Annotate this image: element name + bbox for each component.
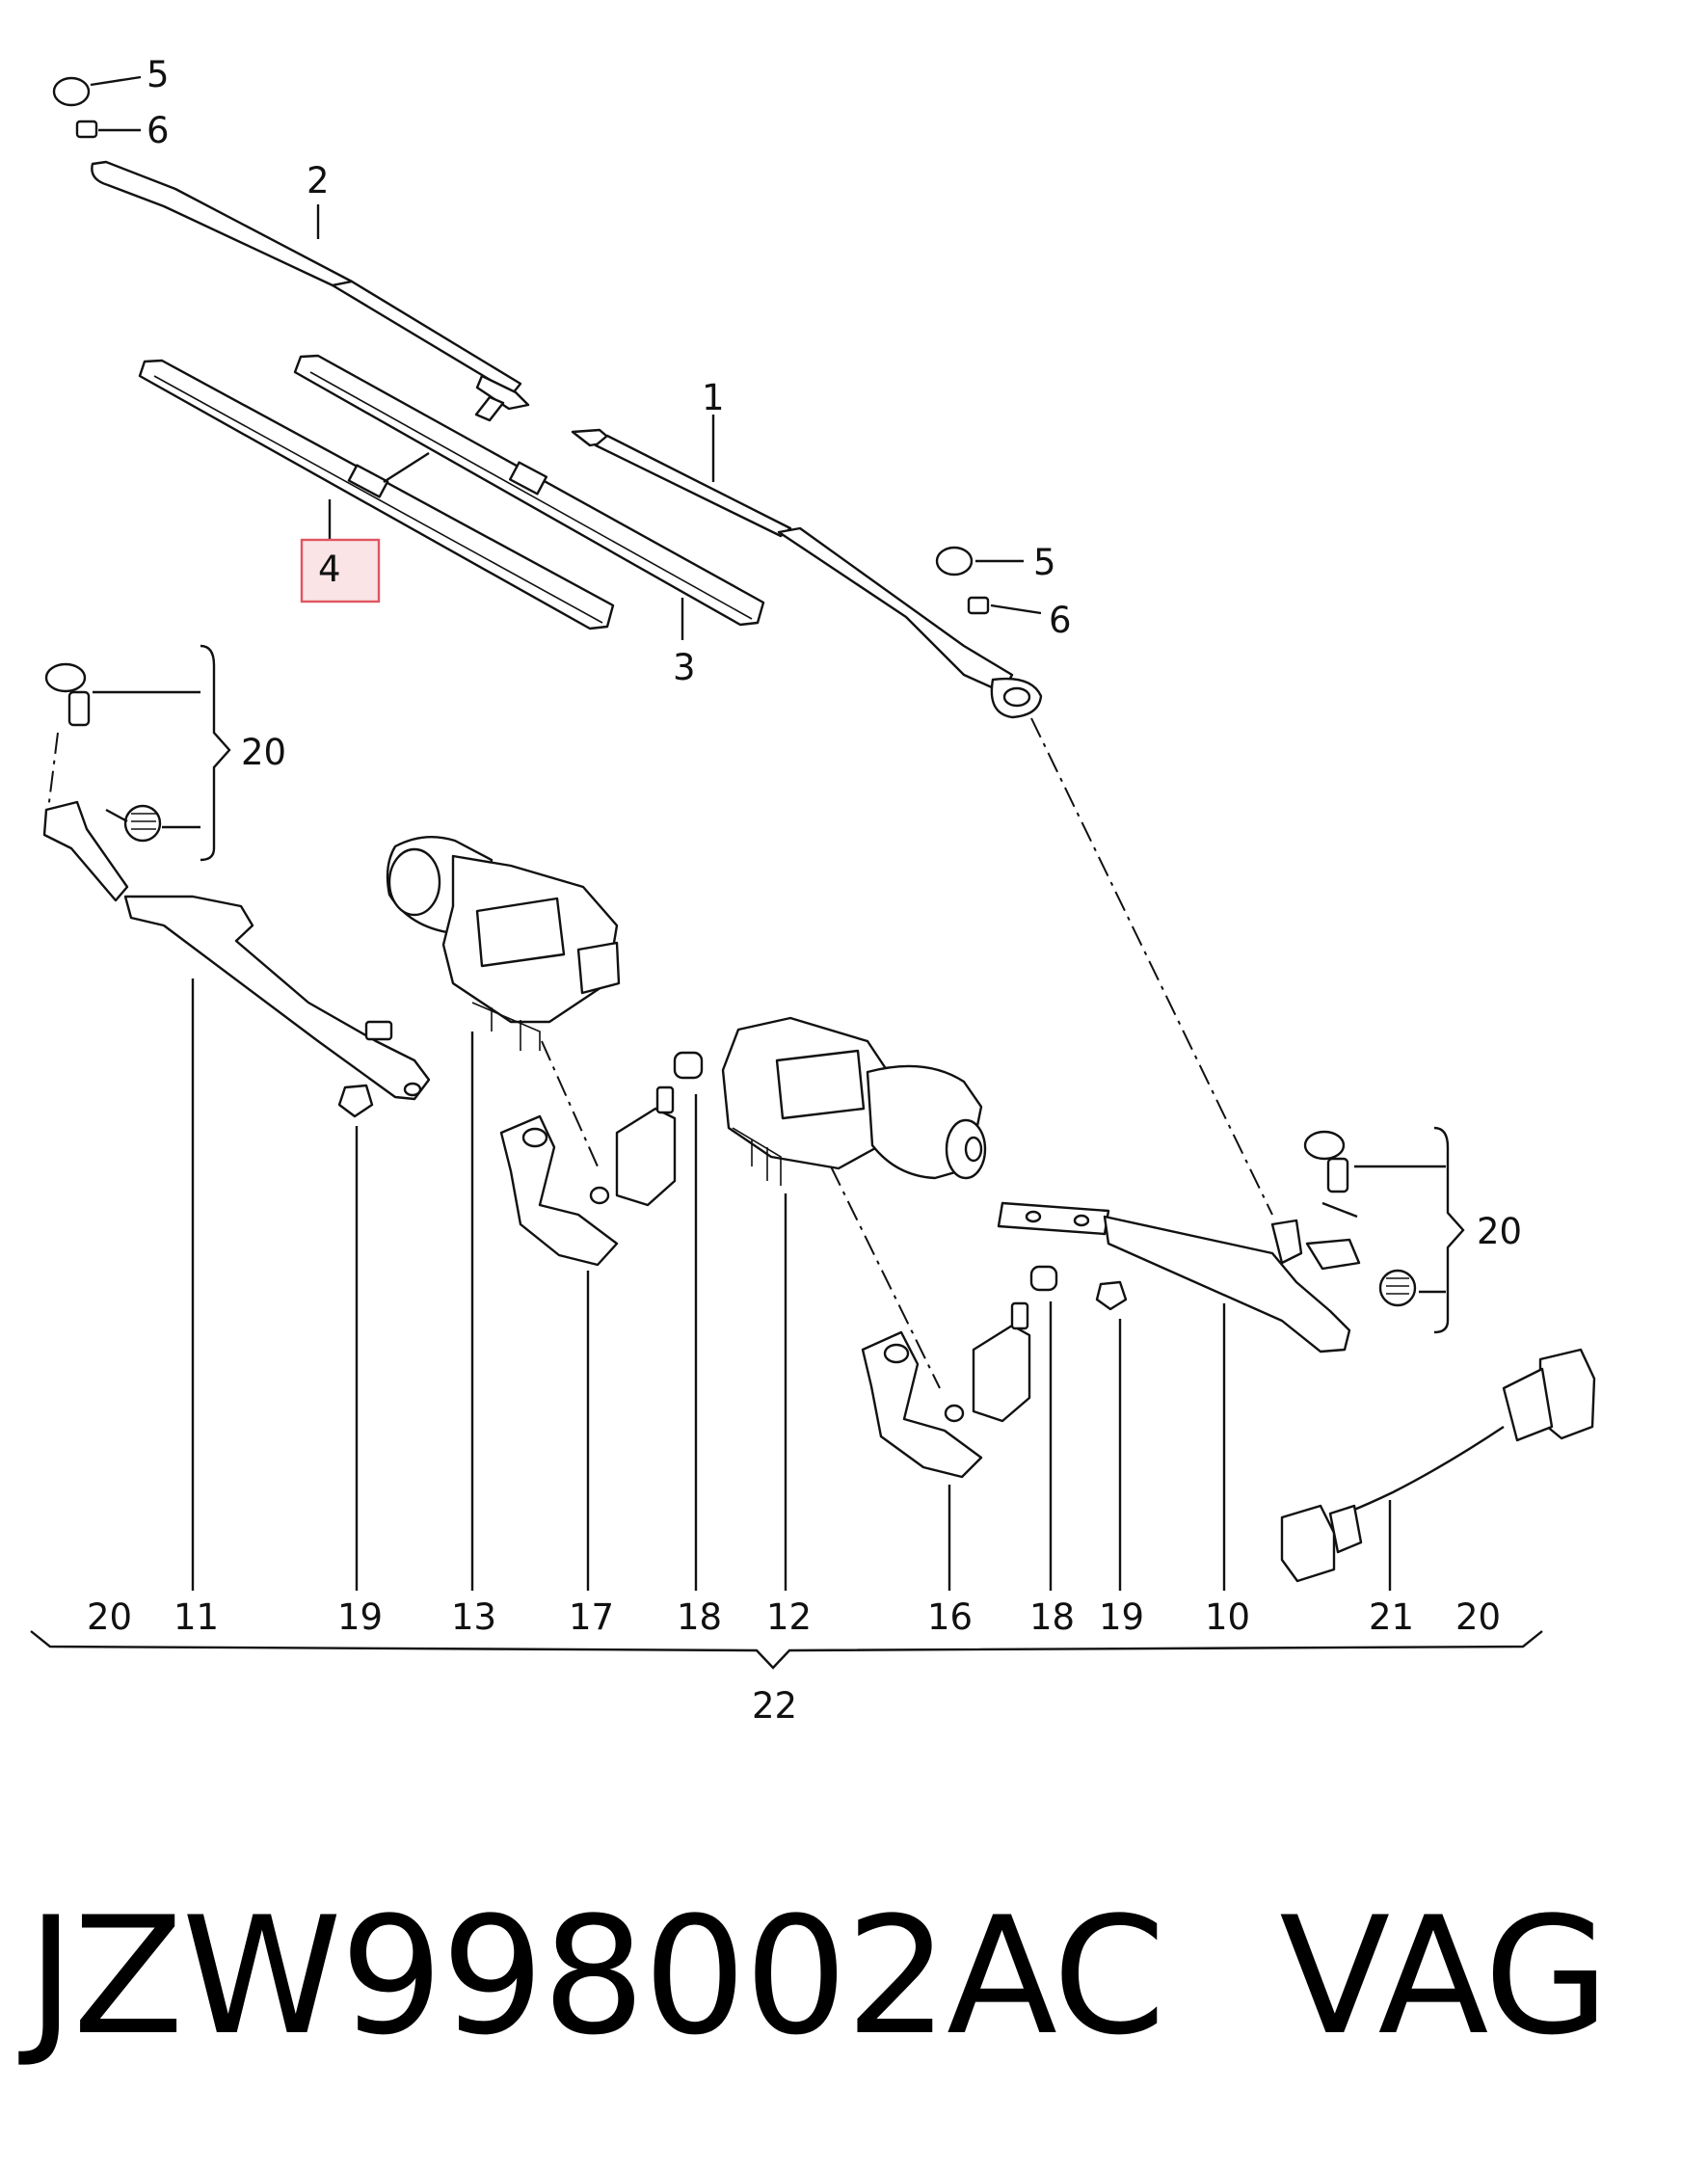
wiper-motor-part-13: [386, 836, 621, 1591]
callout-20-left: 20: [241, 732, 286, 773]
alignment-line-motor-13: [541, 1040, 599, 1167]
bottom-label-21: 21: [1369, 1596, 1414, 1638]
callout-5-right: 5: [1033, 542, 1056, 583]
callout-2: 2: [307, 160, 330, 201]
part-caption: JZW998002AC VAG: [27, 1885, 1704, 2068]
pivot-bolts-part-20-right: [1303, 1126, 1465, 1334]
bracket-part-16: [861, 1301, 1031, 1591]
bracket-part-17: [499, 1086, 677, 1591]
callout-1: 1: [702, 377, 725, 418]
assembly-brace-22: [30, 1630, 1543, 1670]
callout-4-highlight: [300, 538, 381, 603]
callout-6-top: 6: [147, 110, 170, 151]
pivot-bolts-part-20-left: [44, 644, 231, 862]
brand-name: VAG: [1279, 1882, 1609, 2071]
nut-part-6-right: [967, 596, 1042, 615]
wiper-blade-part-3: [293, 354, 765, 640]
part-number: JZW998002AC: [27, 1882, 1165, 2071]
linkage-part-10: [997, 1201, 1361, 1591]
bottom-label-22: 22: [752, 1685, 797, 1727]
bottom-label-10: 10: [1205, 1596, 1250, 1638]
bottom-label-18-left: 18: [677, 1596, 722, 1638]
bottom-label-20-right: 20: [1455, 1596, 1501, 1638]
bottom-label-20-left: 20: [87, 1596, 132, 1638]
bottom-label-17: 17: [569, 1596, 614, 1638]
bottom-label-18-right: 18: [1029, 1596, 1075, 1638]
callout-5-top: 5: [147, 54, 170, 95]
bottom-label-11: 11: [173, 1596, 219, 1638]
bottom-label-19-right: 19: [1099, 1596, 1144, 1638]
alignment-line-arm-1: [1030, 717, 1273, 1216]
bottom-label-19-left: 19: [337, 1596, 383, 1638]
callout-6-right: 6: [1049, 600, 1072, 641]
wiper-blade-part-4: [138, 359, 615, 630]
cap-part-5-top: [52, 75, 142, 107]
wiper-arm-part-1: [571, 415, 1043, 719]
alignment-line-motor-12: [830, 1166, 941, 1389]
bottom-label-16: 16: [927, 1596, 973, 1638]
bottom-label-13: 13: [451, 1596, 496, 1638]
wiper-parts-diagram: 1 2 3 4 5 6 5 6 20 20 20 11 19 13 17 18 …: [30, 54, 1596, 1727]
grommet-part-18-right: [1029, 1265, 1058, 1591]
wiper-motor-part-12: [721, 1016, 987, 1591]
bottom-label-12: 12: [766, 1596, 812, 1638]
nut-part-19-left: [337, 1084, 374, 1591]
callout-4: 4: [318, 549, 341, 590]
callout-20-right: 20: [1477, 1211, 1522, 1252]
callout-labels: 1 2 3 4 5 6 5 6 20 20 20 11 19 13 17 18 …: [87, 54, 1522, 1727]
callout-3: 3: [673, 647, 696, 688]
nut-part-6-top: [75, 120, 141, 139]
wiring-harness-part-21: [1280, 1348, 1596, 1591]
linkage-part-11: [42, 732, 431, 1591]
cap-part-5-right: [935, 546, 1024, 576]
grommet-part-18-left: [673, 1051, 704, 1591]
nut-part-19-right: [1095, 1280, 1128, 1591]
wiper-arm-part-2: [91, 160, 530, 411]
